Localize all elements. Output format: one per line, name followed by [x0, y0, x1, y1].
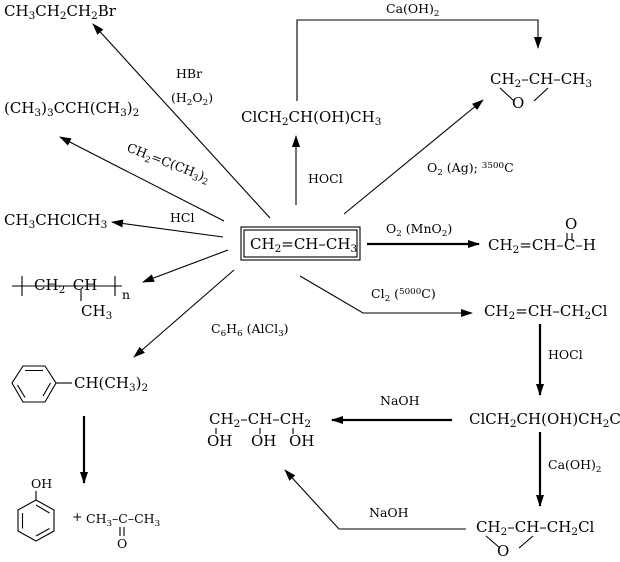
svg-text:CH2=CH–C–H: CH2=CH–C–H: [488, 236, 596, 256]
reagent-naoh-bottom: NaOH: [369, 505, 409, 520]
reagent-isobutylene: CH2=C(CH3)2: [124, 140, 212, 188]
svg-text:CH2–CH–CH2Cl: CH2–CH–CH2Cl: [476, 518, 595, 538]
polypropylene: CH2–CH CH3 n: [12, 276, 130, 322]
arrow-epichlorohydrin-to-glycerol: [284, 469, 466, 530]
acetone: + CH3–C–CH3 O: [72, 509, 160, 551]
svg-text:OH: OH: [207, 432, 232, 450]
svg-text:OH: OH: [251, 432, 276, 450]
svg-text:+: +: [72, 509, 82, 524]
svg-text:O: O: [512, 94, 524, 112]
propylene-oxide: CH2–CH–CH3 O: [490, 70, 592, 112]
reagent-benzene: C6H6 (AlCl3): [211, 321, 289, 339]
svg-text:CH3–C–CH3: CH3–C–CH3: [86, 511, 160, 529]
reagent-ca-oh-top: Ca(OH)2: [386, 1, 440, 19]
arrow-to-alkylate: [59, 136, 225, 222]
arrow-to-propylene-oxide: [343, 99, 484, 215]
reagent-naoh-top: NaOH: [380, 393, 420, 408]
svg-text:CH2–CH: CH2–CH: [34, 276, 97, 296]
svg-text:O: O: [117, 536, 127, 551]
svg-text:O: O: [497, 542, 509, 560]
n-propyl-bromide: CH3CH2CH2Br: [4, 2, 117, 22]
svg-text:CH2–CH–CH3: CH2–CH–CH3: [490, 70, 592, 90]
svg-text:OH: OH: [31, 476, 52, 491]
chlorohydrin: ClCH2CH(OH)CH3: [241, 108, 381, 128]
dichlorohydrin: ClCH2CH(OH)CH2Cl: [469, 410, 620, 430]
isopropyl-chloride: CH3CHClCH3: [4, 211, 107, 231]
svg-text:CH(CH3)2: CH(CH3)2: [74, 374, 148, 394]
epichlorohydrin: CH2–CH–CH2Cl O: [476, 518, 595, 560]
arrow-to-allyl-chloride: [299, 275, 473, 317]
svg-text:n: n: [122, 287, 130, 302]
svg-text:O: O: [565, 215, 577, 233]
reagent-hocl-right: HOCl: [548, 347, 583, 362]
reagent-ca-oh-right: Ca(OH)2: [548, 457, 602, 475]
alkylate-product: (CH3)3CCH(CH3)2: [4, 99, 139, 119]
arrow-to-n-propyl-bromide: [92, 23, 271, 219]
reagent-hbr: HBr: [176, 66, 202, 81]
arrow-to-isopropyl-chloride: [111, 219, 224, 238]
center-box-outer: [240, 226, 361, 261]
svg-text:CH2–CH–CH2: CH2–CH–CH2: [209, 410, 311, 430]
arrow-to-polypropylene: [142, 249, 229, 283]
reagent-cl2: Cl2 (5000C): [371, 286, 436, 304]
arrow-to-cumene: [133, 269, 235, 358]
svg-text:CH3: CH3: [81, 302, 112, 322]
acrolein: CH2=CH–C–H O: [488, 215, 596, 256]
reagent-h2o2: (H2O2): [171, 90, 213, 108]
reagent-hcl: HCl: [170, 210, 194, 225]
reagent-hocl-up: HOCl: [308, 171, 343, 186]
reagent-o2-ag: O2 (Ag); 3500C: [427, 160, 514, 178]
propylene-formula: CH2=CH–CH3: [250, 235, 357, 255]
svg-text:OH: OH: [289, 432, 314, 450]
center-box-inner: [243, 229, 358, 258]
arrow-chlorohydrin-to-oxide: [296, 19, 542, 101]
allyl-chloride: CH2=CH–CH2Cl: [484, 302, 608, 322]
reagent-o2-mno2: O2 (MnO2): [386, 221, 452, 239]
phenol: OH: [17, 476, 55, 542]
cumene: CH(CH3)2: [11, 365, 148, 403]
glycerol: CH2–CH–CH2 OH OH OH: [207, 410, 314, 450]
